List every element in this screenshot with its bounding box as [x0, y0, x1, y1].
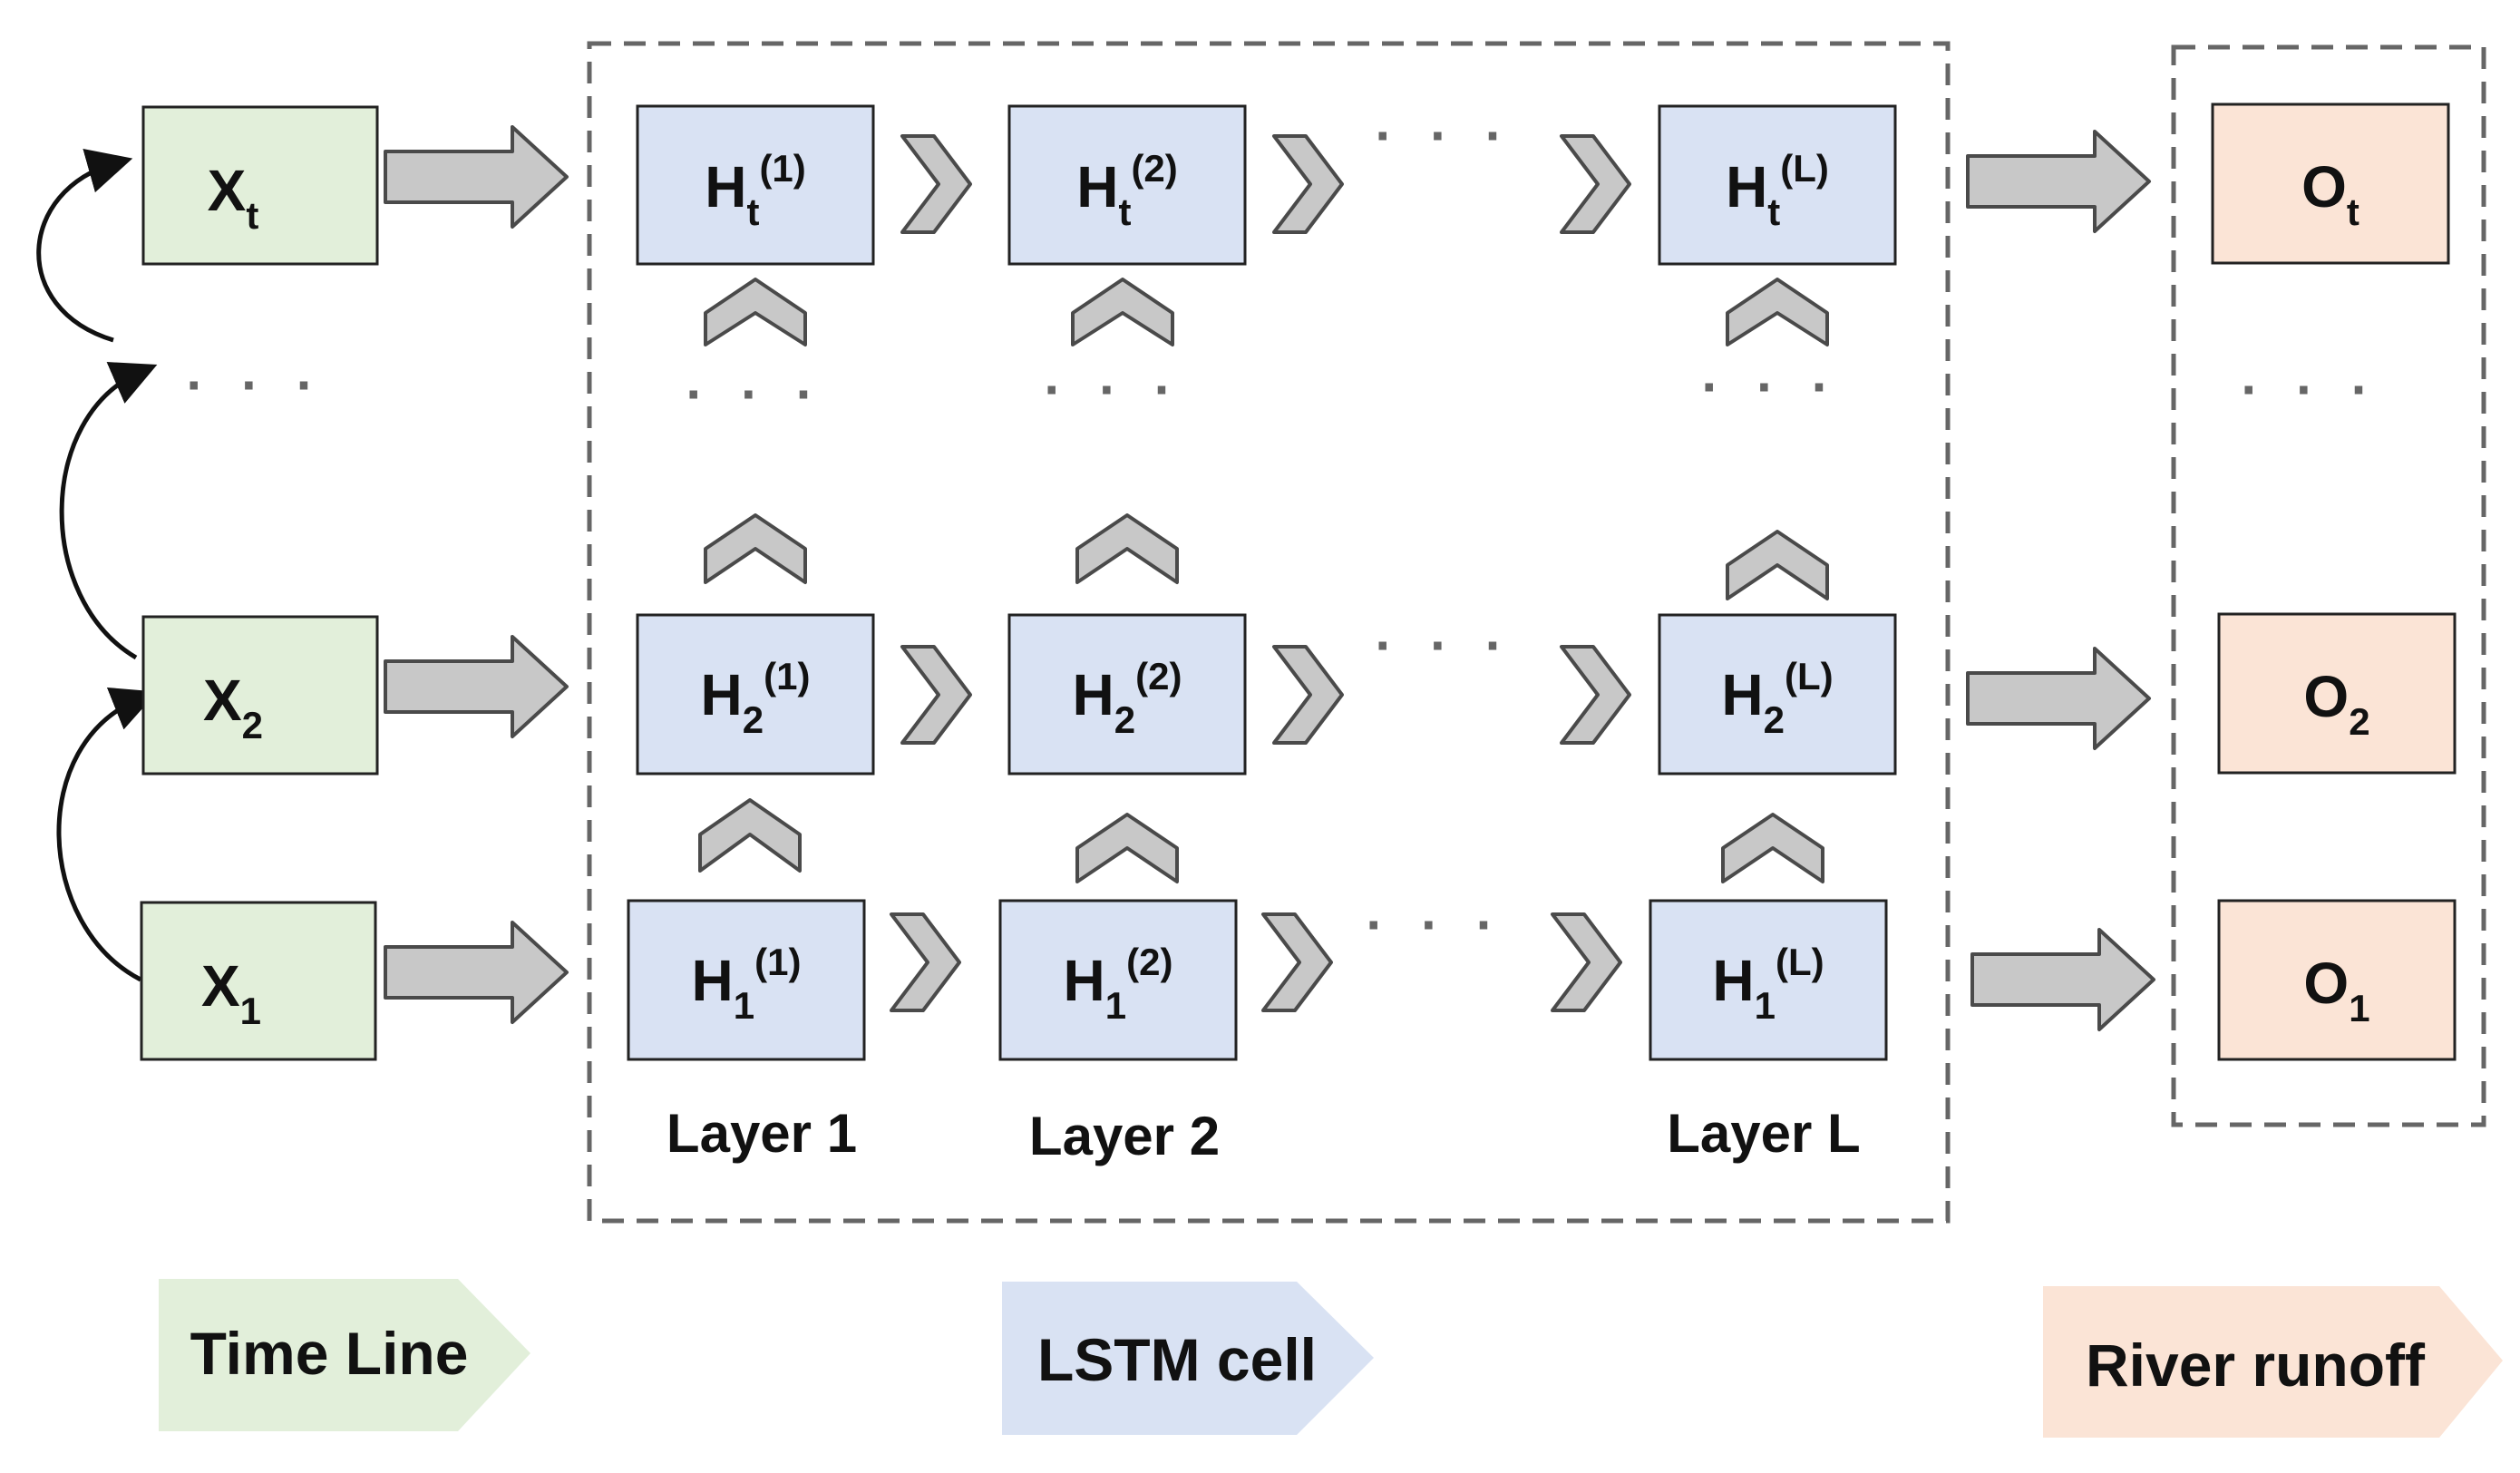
layer-label-2: Layer 2	[1029, 1106, 1220, 1166]
output-box-2	[2217, 612, 2457, 775]
cell-label-t-2: Ht(2)	[1076, 147, 1178, 233]
time-arrow-1-to-2	[56, 687, 158, 982]
arrow-input-1	[384, 921, 569, 1024]
ellipsis-row-1: · · ·	[1366, 894, 1504, 955]
cell-1-L	[1649, 899, 1888, 1061]
cell-1-1	[627, 899, 866, 1061]
chevron-right-icon	[1551, 912, 1622, 1012]
legend-timeline-tag	[159, 1279, 530, 1431]
legend-runoff-label: River runoff	[2086, 1332, 2426, 1399]
arrow-output-2	[1966, 647, 2151, 750]
chevron-up-icon	[704, 513, 807, 584]
chevron-right-icon	[1261, 912, 1333, 1012]
lstm-group-border	[587, 41, 1951, 1224]
cell-2-L	[1658, 613, 1897, 776]
cell-t-L	[1658, 104, 1897, 266]
chevron-right-icon	[890, 912, 961, 1012]
chevron-right-icon	[1272, 645, 1344, 745]
layer-label-1: Layer 1	[666, 1103, 857, 1164]
chevron-up-icon	[1075, 513, 1179, 584]
chevron-up-icon	[1726, 530, 1829, 600]
chevron-right-icon	[900, 134, 972, 234]
ellipsis-row-2: · · ·	[1375, 615, 1513, 676]
chevron-up-icon	[698, 798, 802, 873]
chevron-up-icon	[1721, 813, 1824, 883]
output-label-t: Ot	[2301, 154, 2359, 233]
ellipsis-col-1: · · ·	[686, 364, 824, 424]
cell-label-1-2: H1(2)	[1064, 941, 1173, 1027]
chevron-up-icon	[704, 278, 807, 346]
input-box-1	[140, 901, 377, 1061]
ellipsis-col-L: · · ·	[1701, 356, 1840, 417]
chevron-right-icon	[1560, 645, 1631, 745]
legend-lstm-label: LSTM cell	[1037, 1326, 1317, 1393]
time-arrow-2-to-dots	[59, 362, 158, 660]
input-label-1: X1	[201, 953, 261, 1032]
chevron-right-icon	[900, 645, 972, 745]
ellipsis-row-t: · · ·	[1375, 105, 1513, 166]
cell-t-1	[636, 104, 875, 266]
chevron-up-icon	[1726, 278, 1829, 346]
arrow-input-t	[384, 125, 569, 229]
input-ellipsis: · · ·	[186, 355, 325, 415]
output-box-t	[2211, 102, 2450, 265]
output-group-border	[2171, 44, 2486, 1127]
input-label-2: X2	[203, 668, 263, 746]
arrow-output-1	[1970, 928, 2155, 1031]
cell-label-1-1: H1(1)	[692, 941, 802, 1027]
input-box-t	[141, 105, 379, 266]
cell-label-2-L: H2(L)	[1721, 655, 1833, 741]
chevron-up-icon	[1075, 813, 1179, 883]
layer-label-L: Layer L	[1667, 1103, 1860, 1164]
cell-label-1-L: H1(L)	[1712, 941, 1824, 1027]
cell-t-2	[1007, 104, 1247, 266]
time-arrow-dots-to-t	[36, 149, 133, 343]
chevron-up-icon	[1071, 278, 1174, 346]
legend-runoff-tag	[2043, 1286, 2503, 1438]
chevron-right-icon	[1272, 134, 1344, 234]
ellipsis-col-2: · · ·	[1044, 359, 1182, 420]
input-label-t: Xt	[208, 158, 259, 237]
cell-label-2-2: H2(2)	[1073, 655, 1182, 741]
output-box-1	[2217, 899, 2457, 1061]
cell-2-2	[1007, 613, 1247, 776]
legend-timeline-label: Time Line	[190, 1320, 469, 1387]
input-box-2	[141, 615, 379, 776]
cell-2-1	[636, 613, 875, 776]
arrow-input-2	[384, 635, 569, 738]
cell-label-2-1: H2(1)	[701, 655, 811, 741]
arrow-output-t	[1966, 130, 2151, 233]
legend-lstm-tag	[1002, 1282, 1374, 1435]
chevron-right-icon	[1560, 134, 1631, 234]
cell-label-t-L: Ht(L)	[1726, 147, 1829, 233]
output-label-2: O2	[2303, 664, 2369, 743]
output-ellipsis: · · ·	[2241, 359, 2379, 420]
output-label-1: O1	[2303, 951, 2369, 1029]
cell-label-t-1: Ht(1)	[705, 147, 806, 233]
cell-1-2	[998, 899, 1238, 1061]
